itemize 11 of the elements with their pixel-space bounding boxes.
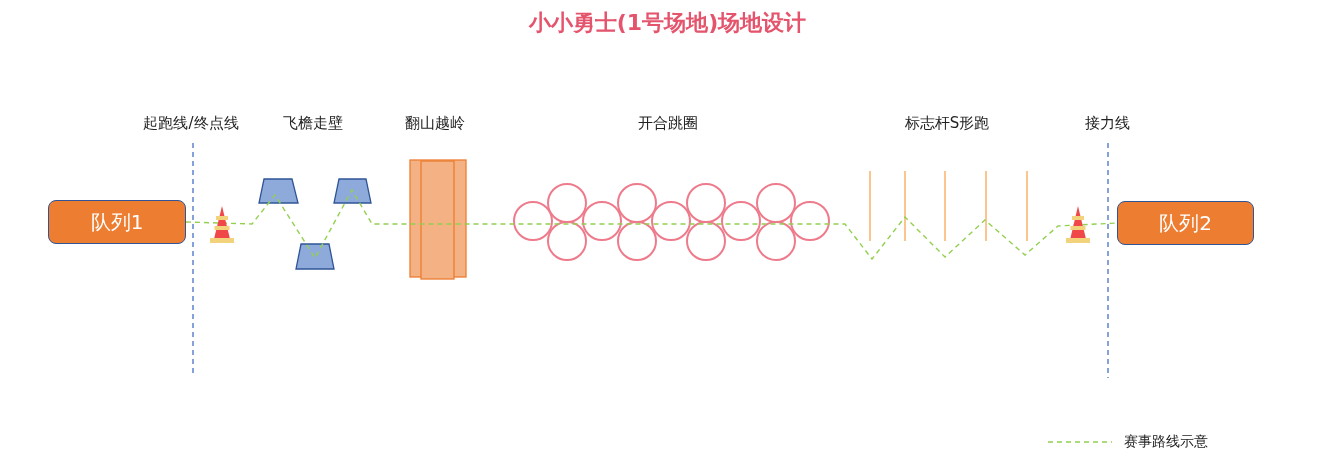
route-line xyxy=(185,188,1118,261)
legend-text: 赛事路线示意 xyxy=(1124,432,1208,451)
station-label: 翻山越岭 xyxy=(405,113,465,134)
title: 小小勇士(1号场地)场地设计 xyxy=(527,9,808,37)
station-label: 标志杆S形跑 xyxy=(904,113,990,134)
station-label: 起跑线/终点线 xyxy=(143,113,239,134)
station-label: 接力线 xyxy=(1084,113,1130,134)
station-label: 飞檐走壁 xyxy=(283,113,343,134)
team-box: 队列2 xyxy=(1117,201,1254,245)
station-label: 开合跳圈 xyxy=(638,113,698,134)
team-box: 队列1 xyxy=(48,200,186,244)
